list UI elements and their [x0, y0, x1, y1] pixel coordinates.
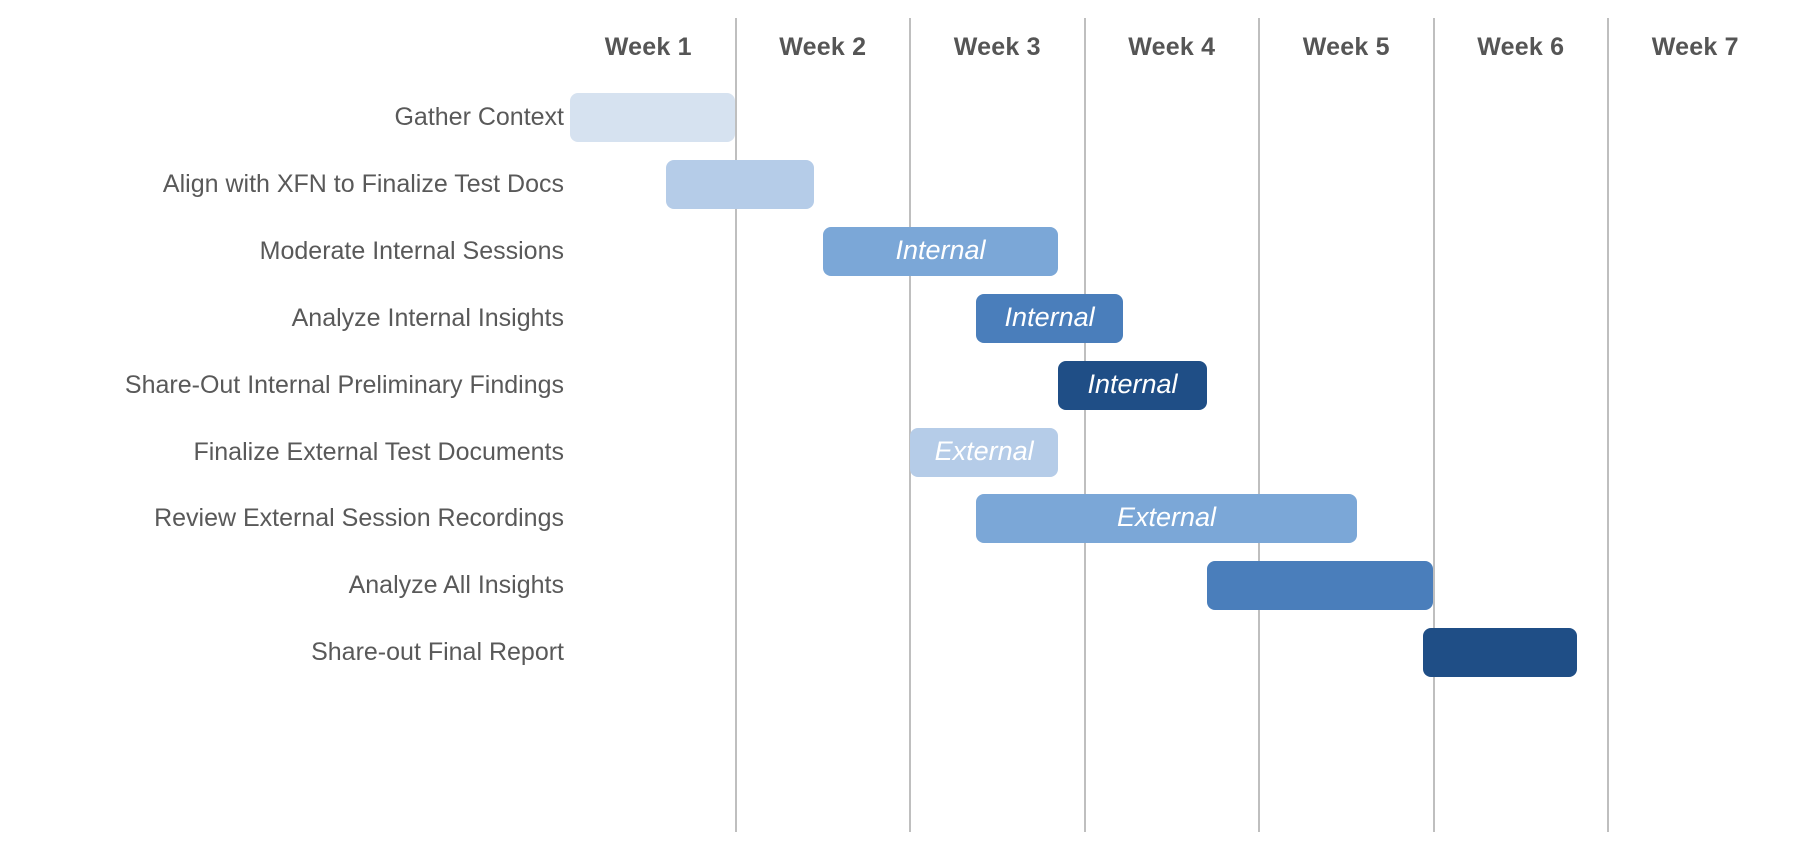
gantt-row: Finalize External Test Documents External [0, 419, 1804, 486]
task-label: Analyze All Insights [348, 571, 564, 600]
week-header-label-1: Week 1 [604, 33, 692, 61]
week-header-label-6: Week 6 [1477, 33, 1565, 61]
gantt-row: Share-Out Internal Preliminary Findings I… [0, 352, 1804, 419]
gantt-bar[interactable] [1206, 561, 1434, 611]
week-header-row: Week 1 Week 2 Week 3 Week 4 Week 5 Week 6 Week… [0, 0, 1804, 78]
week-header-label-7: Week 7 [1651, 33, 1739, 61]
gantt-row: Gather Context [0, 84, 1804, 151]
task-label: Share-Out Internal Preliminary Findings [124, 370, 564, 399]
gantt-bar[interactable] [665, 159, 814, 209]
task-label: Review External Session Recordings [154, 504, 564, 533]
task-label: Align with XFN to Finalize Test Docs [162, 169, 564, 198]
week-header-label-2: Week 2 [779, 33, 867, 61]
gantt-bar[interactable]: External [910, 427, 1059, 477]
gantt-bar[interactable]: Internal [976, 293, 1123, 343]
task-label: Share-out Final Report [311, 638, 564, 667]
gantt-row: Align with XFN to Finalize Test Docs [0, 151, 1804, 218]
gantt-bar[interactable]: Internal [1058, 360, 1207, 410]
gantt-bar[interactable]: Internal [822, 226, 1059, 276]
task-label: Moderate Internal Sessions [259, 236, 564, 265]
week-header-label-5: Week 5 [1302, 33, 1390, 61]
gantt-bar-label: External [934, 435, 1034, 466]
task-label: Analyze Internal Insights [291, 303, 564, 332]
task-label: Finalize External Test Documents [193, 437, 564, 466]
gantt-row: Moderate Internal Sessions Internal [0, 218, 1804, 285]
gantt-bar[interactable] [1423, 628, 1577, 678]
gantt-bar-label: Internal [895, 234, 986, 265]
week-header-label-3: Week 3 [953, 33, 1041, 61]
gantt-bar-label: Internal [1087, 368, 1178, 399]
gantt-row: Analyze All Insights [0, 552, 1804, 619]
task-label: Gather Context [394, 103, 564, 131]
gantt-row: Share-out Final Report [0, 619, 1804, 686]
week-header-label-4: Week 4 [1128, 33, 1216, 61]
gantt-bar-label: External [1116, 502, 1217, 533]
gantt-row: Review External Session Recordings Extern… [0, 485, 1804, 552]
gantt-bar[interactable]: External [976, 494, 1357, 544]
gantt-row: Analyze Internal Insights Internal [0, 285, 1804, 352]
gantt-bar-label: Internal [1004, 301, 1095, 332]
gantt-bar[interactable] [569, 93, 736, 142]
